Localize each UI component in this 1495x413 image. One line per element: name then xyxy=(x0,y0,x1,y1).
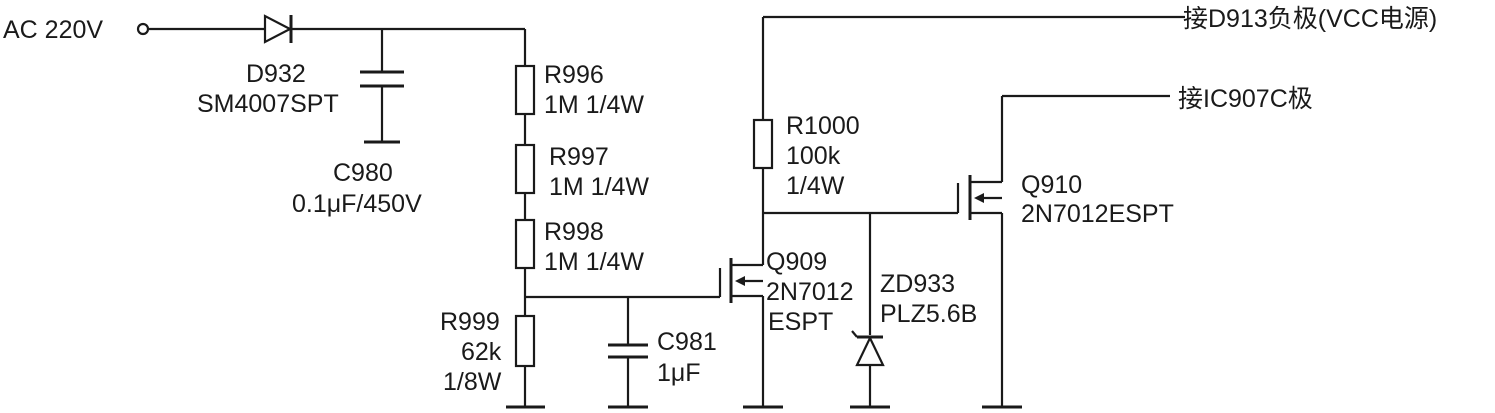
input-label: AC 220V xyxy=(3,16,103,44)
resistor-r1000 xyxy=(752,118,774,170)
capacitor-c980 xyxy=(360,29,404,144)
mosfet-q910 xyxy=(956,175,1002,220)
r998-value: 1M 1/4W xyxy=(544,248,644,276)
r997-value: 1M 1/4W xyxy=(549,173,649,201)
zener-zd933 xyxy=(850,213,890,409)
resistor-r999 xyxy=(514,314,536,368)
zd933-ref: ZD933 xyxy=(880,270,955,298)
r999-value2: 1/8W xyxy=(443,368,502,396)
r1000-value1: 100k xyxy=(786,142,841,170)
capacitor-c981 xyxy=(608,297,648,409)
d932-part: SM4007SPT xyxy=(197,90,339,118)
resistor-r998 xyxy=(514,218,536,270)
d932-ref: D932 xyxy=(246,60,306,88)
q909-part2: ESPT xyxy=(768,308,833,336)
resistor-r997 xyxy=(514,143,536,195)
r996-ref: R996 xyxy=(544,61,604,89)
r999-value1: 62k xyxy=(461,338,502,366)
q909-part1: 2N7012 xyxy=(766,278,854,306)
diode-d932 xyxy=(263,14,293,44)
zd933-part: PLZ5.6B xyxy=(880,300,977,328)
r1000-value2: 1/4W xyxy=(786,172,845,200)
r998-ref: R998 xyxy=(544,218,604,246)
r1000-ref: R1000 xyxy=(786,112,860,140)
q910-part: 2N7012ESPT xyxy=(1021,200,1174,228)
c981-ref: C981 xyxy=(657,328,717,356)
r999-ref: R999 xyxy=(440,308,500,336)
q909-ref: Q909 xyxy=(766,248,827,276)
c980-value: 0.1μF/450V xyxy=(292,190,422,218)
r997-ref: R997 xyxy=(549,143,609,171)
c981-value: 1μF xyxy=(657,359,701,387)
vcc-output-label: 接D913负极(VCC电源) xyxy=(1183,5,1437,33)
r996-value: 1M 1/4W xyxy=(544,91,644,119)
mosfet-q909 xyxy=(718,258,763,303)
ac-input-terminal xyxy=(136,22,150,36)
ic907-output-label: 接IC907C极 xyxy=(1178,85,1313,113)
c980-ref: C980 xyxy=(333,159,393,187)
resistor-r996 xyxy=(514,64,536,116)
q910-ref: Q910 xyxy=(1021,171,1082,199)
